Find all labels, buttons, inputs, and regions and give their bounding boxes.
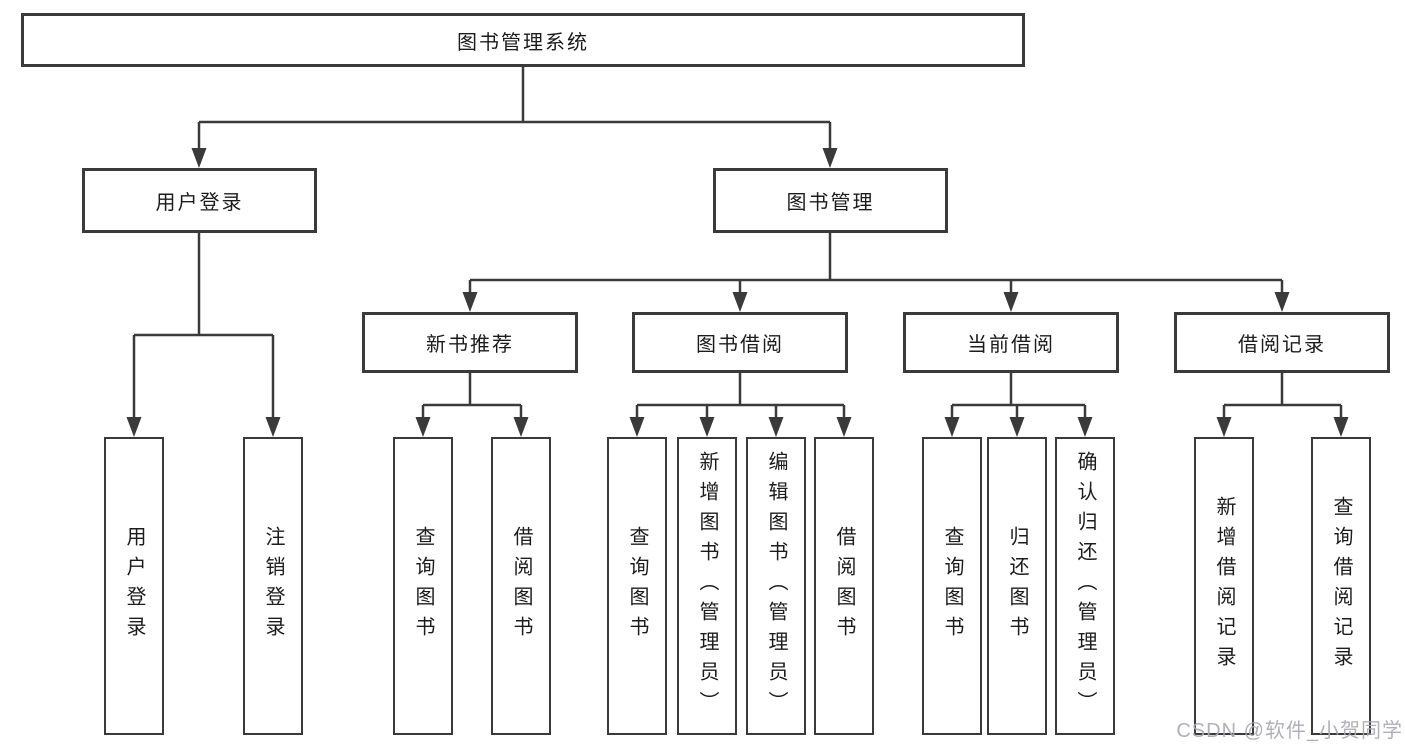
leaf-query-books-current: 查询图书 [922,437,982,735]
arrowhead [822,148,838,168]
node-user-login: 用户登录 [82,168,317,233]
arrowhead [1009,417,1025,437]
node-current-borrow: 当前借阅 [903,312,1119,373]
leaf-user-login-label: 用户登录 [123,526,145,646]
leaf-borrow-books-borrow-label: 借阅图书 [833,526,855,646]
node-book-management-label: 图书管理 [786,192,875,214]
arrowhead [836,417,852,437]
arrowhead [1274,292,1290,312]
arrowhead [191,148,207,168]
arrowhead [126,417,142,437]
leaf-query-borrow-record: 查询借阅记录 [1311,437,1371,735]
arrowhead [1333,417,1349,437]
arrowhead [1003,292,1019,312]
leaf-edit-book-admin-label: 编辑图书（管理员） [765,451,787,721]
leaf-confirm-return-admin: 确认归还（管理员） [1055,437,1115,735]
arrowhead [415,417,431,437]
leaf-borrow-books-recommend-label: 借阅图书 [510,526,532,646]
arrowhead [944,417,960,437]
leaf-logout-label: 注销登录 [262,526,284,646]
leaf-add-borrow-record-label: 新增借阅记录 [1213,496,1235,676]
node-user-login-label: 用户登录 [155,192,244,214]
leaf-query-books-recommend: 查询图书 [393,437,453,735]
leaf-query-books-borrow-label: 查询图书 [626,526,648,646]
arrowhead [1216,417,1232,437]
leaf-query-borrow-record-label: 查询借阅记录 [1330,496,1352,676]
node-library-system-label: 图书管理系统 [457,31,589,54]
arrowhead [768,417,784,437]
node-current-borrow-label: 当前借阅 [967,334,1055,356]
node-book-borrow-label: 图书借阅 [696,334,784,356]
leaf-logout: 注销登录 [243,437,303,735]
leaf-edit-book-admin: 编辑图书（管理员） [746,437,806,735]
csdn-watermark: CSDN @软件_小贺同学 [1176,720,1403,742]
leaf-add-book-admin: 新增图书（管理员） [677,437,737,735]
arrowhead [732,292,748,312]
node-borrow-records: 借阅记录 [1174,312,1390,373]
leaf-confirm-return-admin-label: 确认归还（管理员） [1074,451,1096,721]
arrowhead [265,417,281,437]
leaf-return-book: 归还图书 [987,437,1047,735]
leaf-add-borrow-record: 新增借阅记录 [1194,437,1254,735]
arrowhead [629,417,645,437]
leaf-borrow-books-borrow: 借阅图书 [814,437,874,735]
node-library-system: 图书管理系统 [21,13,1025,67]
leaf-return-book-label: 归还图书 [1006,526,1028,646]
node-borrow-records-label: 借阅记录 [1238,334,1326,356]
leaf-query-books-current-label: 查询图书 [941,526,963,646]
leaf-borrow-books-recommend: 借阅图书 [491,437,551,735]
node-new-book-recommend-label: 新书推荐 [426,334,514,356]
node-book-borrow: 图书借阅 [632,312,848,373]
arrowhead [1077,417,1093,437]
arrowheads [126,148,1349,437]
arrowhead [513,417,529,437]
leaf-query-books-borrow: 查询图书 [607,437,667,735]
node-book-management: 图书管理 [713,168,948,233]
arrowhead [699,417,715,437]
leaf-add-book-admin-label: 新增图书（管理员） [696,451,718,721]
arrowhead [462,292,478,312]
leaf-user-login: 用户登录 [104,437,164,735]
node-new-book-recommend: 新书推荐 [362,312,578,373]
leaf-query-books-recommend-label: 查询图书 [412,526,434,646]
connector-lines [132,67,1343,430]
